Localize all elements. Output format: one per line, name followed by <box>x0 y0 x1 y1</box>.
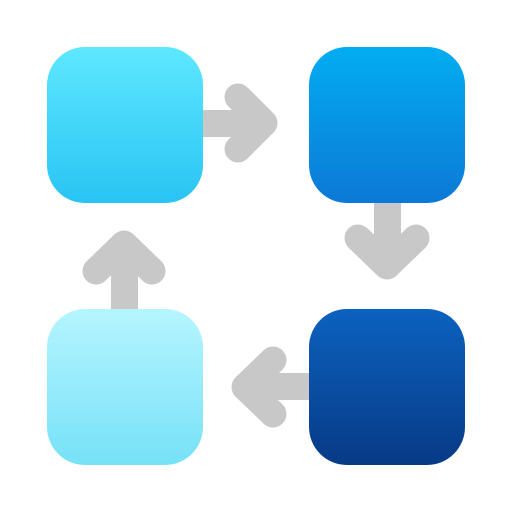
tile-top-right <box>309 47 465 203</box>
tile-bottom-left <box>47 309 203 465</box>
arrow-down-icon <box>344 196 430 280</box>
tile-top-left <box>47 47 203 203</box>
arrow-up-icon <box>82 230 166 314</box>
tile-bottom-right <box>309 309 465 465</box>
arrow-left-icon <box>231 346 314 428</box>
arrow-right-icon <box>196 83 278 163</box>
